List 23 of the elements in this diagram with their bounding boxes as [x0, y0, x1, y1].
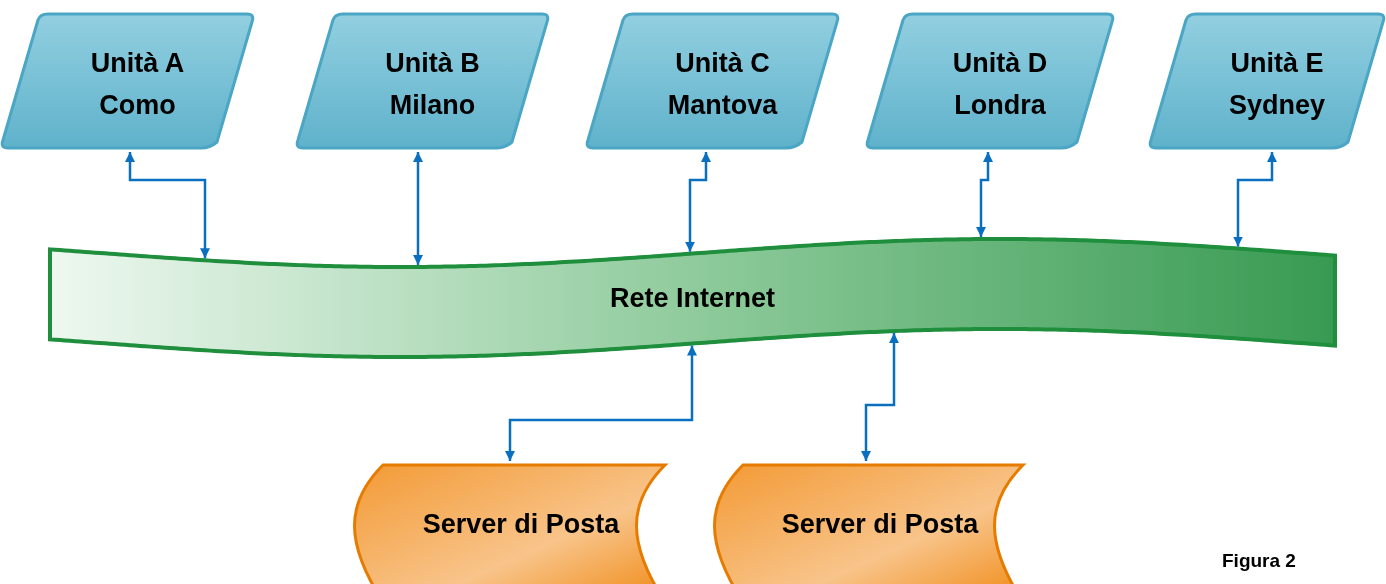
unit-parallelogram [865, 12, 1115, 150]
connector-arrow [1233, 152, 1277, 247]
network-label: Rete Internet [608, 282, 776, 314]
figure-caption: Figura 2 [1222, 550, 1296, 572]
unit-parallelogram [585, 12, 840, 150]
unit-parallelogram [0, 12, 255, 150]
unit-label: Unità A Como [89, 47, 186, 122]
connector-arrow [505, 345, 697, 461]
unit-label: Unità D Londra [951, 47, 1049, 122]
unit-label: Unità C Mantova [666, 47, 779, 122]
unit-parallelogram [1148, 12, 1386, 150]
server-label: Server di Posta [780, 508, 980, 540]
unit-parallelogram [295, 12, 550, 150]
connector-arrow [413, 152, 423, 265]
server-shape [355, 463, 667, 582]
connector-arrow [861, 333, 899, 461]
connector-arrow [685, 152, 711, 252]
unit-label: Unità E Sydney [1227, 47, 1326, 122]
server-shape [715, 463, 1025, 582]
unit-label: Unità B Milano [384, 47, 481, 122]
connector-arrow [976, 152, 993, 238]
server-label: Server di Posta [421, 508, 621, 540]
connector-arrow [125, 152, 210, 259]
